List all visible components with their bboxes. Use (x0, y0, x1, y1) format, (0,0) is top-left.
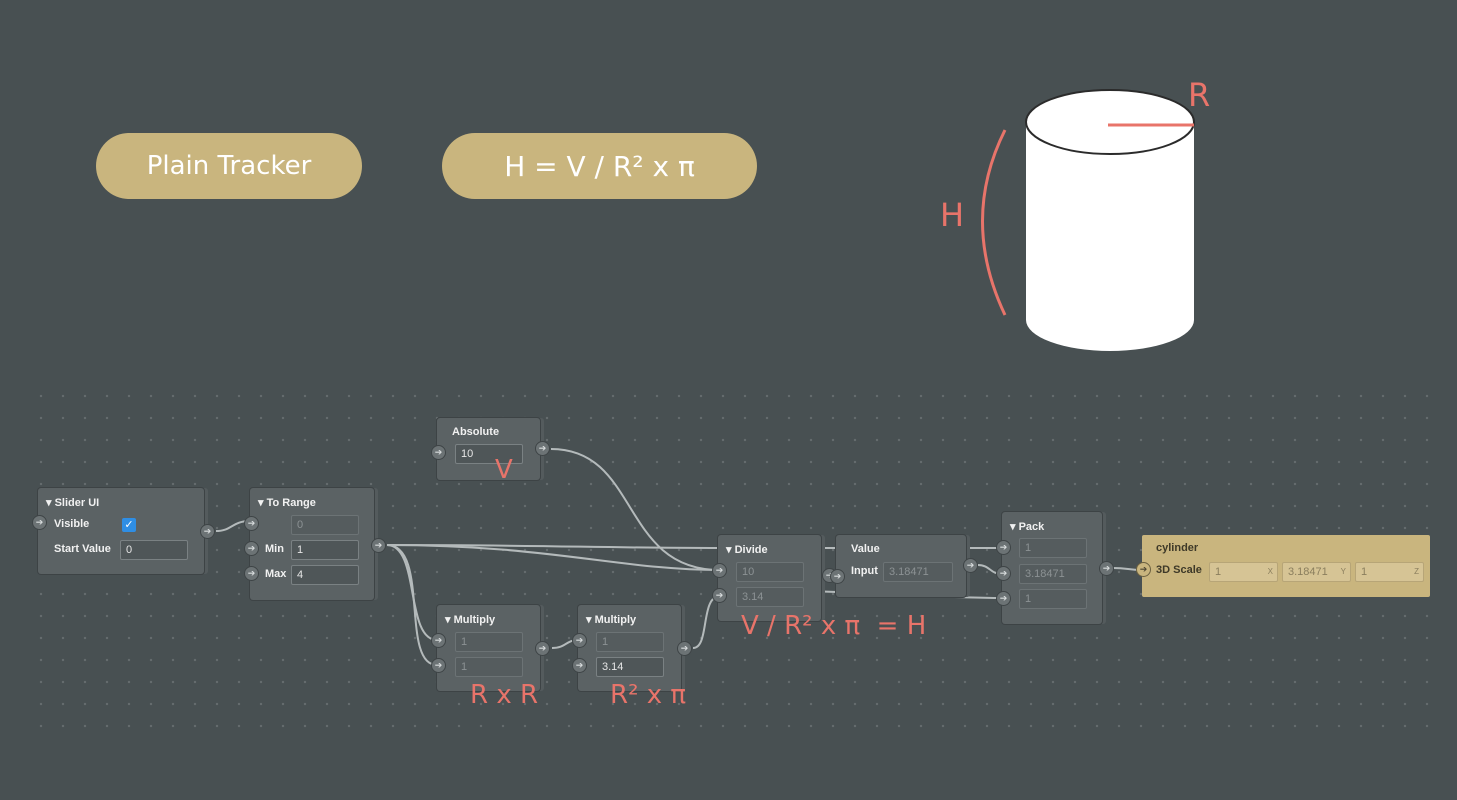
multiply-output-port[interactable]: ➔ (535, 641, 550, 656)
slider-output-port[interactable]: ➔ (200, 524, 215, 539)
formula-pill: H = V / R² x π (442, 133, 757, 199)
multiply-node-1[interactable]: ▾ Multiply ➔ 1 ➔ 1 ➔ (431, 605, 550, 691)
min-label: Min (265, 543, 284, 555)
multiply-a-port[interactable]: ➔ (572, 633, 587, 648)
annotation-v: V (495, 455, 513, 485)
value-output-port[interactable]: ➔ (963, 558, 978, 573)
pack-z-port[interactable]: ➔ (996, 591, 1011, 606)
min-port[interactable]: ➔ (244, 541, 259, 556)
pack-x-field[interactable]: 1 (1019, 538, 1087, 558)
node-title: ▾ Multiply (586, 614, 637, 626)
node-title: Value (851, 543, 880, 555)
node-title: ▾ Divide (726, 544, 768, 556)
range-input-port[interactable]: ➔ (244, 516, 259, 531)
pack-y-port[interactable]: ➔ (996, 566, 1011, 581)
pack-output-port[interactable]: ➔ (1099, 561, 1114, 576)
node-title: ▾ Pack (1010, 521, 1045, 533)
multiply-b-port[interactable]: ➔ (572, 658, 587, 673)
divide-b-field[interactable]: 3.14 (736, 587, 804, 607)
scale-label: 3D Scale (1156, 564, 1202, 576)
node-title: Absolute (452, 426, 500, 438)
visible-input-port[interactable]: ➔ (32, 515, 47, 530)
multiply-output-port[interactable]: ➔ (677, 641, 692, 656)
height-label: H (940, 196, 965, 234)
max-label: Max (265, 568, 287, 580)
multiply-a-port[interactable]: ➔ (431, 633, 446, 648)
start-value-field[interactable]: 0 (120, 540, 188, 560)
scale-input-port[interactable]: ➔ (1136, 562, 1151, 577)
range-output-port[interactable]: ➔ (371, 538, 386, 553)
pack-x-port[interactable]: ➔ (996, 540, 1011, 555)
plain-tracker-pill: Plain Tracker (96, 133, 362, 199)
min-field[interactable]: 1 (291, 540, 359, 560)
node-title: ▾ Slider UI (46, 497, 100, 509)
value-input-port[interactable]: ➔ (830, 569, 845, 584)
radius-label: R (1188, 76, 1211, 114)
max-field[interactable]: 4 (291, 565, 359, 585)
annotation-result: V / R² x π = H (741, 611, 927, 641)
visible-checkbox[interactable]: ✓ (122, 518, 136, 532)
patch-title: cylinder (1156, 542, 1199, 554)
multiply-b-port[interactable]: ➔ (431, 658, 446, 673)
annotation-r2-x-pi: R² x π (610, 680, 687, 710)
pack-y-field[interactable]: 3.18471 (1019, 564, 1087, 584)
pack-z-field[interactable]: 1 (1019, 589, 1087, 609)
multiply-b-field[interactable]: 1 (455, 657, 523, 677)
input-label: Input (851, 565, 878, 577)
cylinder-illustration (981, 89, 1195, 351)
absolute-field[interactable]: 10 (455, 444, 523, 464)
pack-node[interactable]: ▾ Pack ➔ 1 ➔ 3.18471 ➔ 1 ➔ (996, 512, 1114, 624)
visible-label: Visible (54, 518, 90, 530)
range-input-field[interactable]: 0 (291, 515, 359, 535)
divide-b-port[interactable]: ➔ (712, 588, 727, 603)
divide-a-field[interactable]: 10 (736, 562, 804, 582)
divide-a-port[interactable]: ➔ (712, 563, 727, 578)
node-title: ▾ Multiply (445, 614, 496, 626)
annotation-r-x-r: R x R (470, 680, 539, 710)
height-arc (981, 129, 1007, 316)
absolute-node[interactable]: Absolute ➔ 10 ➔ (431, 418, 550, 480)
node-title: ▾ To Range (258, 497, 316, 509)
absolute-output-port[interactable]: ➔ (535, 441, 550, 456)
absolute-input-port[interactable]: ➔ (431, 445, 446, 460)
start-value-label: Start Value (54, 543, 111, 555)
multiply-node-2[interactable]: ▾ Multiply ➔ 1 ➔ 3.14 ➔ (572, 605, 692, 691)
multiply-a-field[interactable]: 1 (455, 632, 523, 652)
value-node[interactable]: Value ➔ Input 3.18471 ➔ (830, 535, 978, 597)
value-input-field[interactable]: 3.18471 (883, 562, 953, 582)
multiply-b-field[interactable]: 3.14 (596, 657, 664, 677)
divide-node[interactable]: ▾ Divide ➔ 10 ➔ 3.14 ➔ (712, 535, 837, 621)
slider-ui-node[interactable]: ▾ Slider UI ➔ Visible ✓ Start Value 0 ➔ (32, 488, 215, 574)
max-port[interactable]: ➔ (244, 566, 259, 581)
to-range-node[interactable]: ▾ To Range ➔ 0 ➔ Min 1 ➔ Max 4 ➔ (244, 488, 386, 600)
multiply-a-field[interactable]: 1 (596, 632, 664, 652)
